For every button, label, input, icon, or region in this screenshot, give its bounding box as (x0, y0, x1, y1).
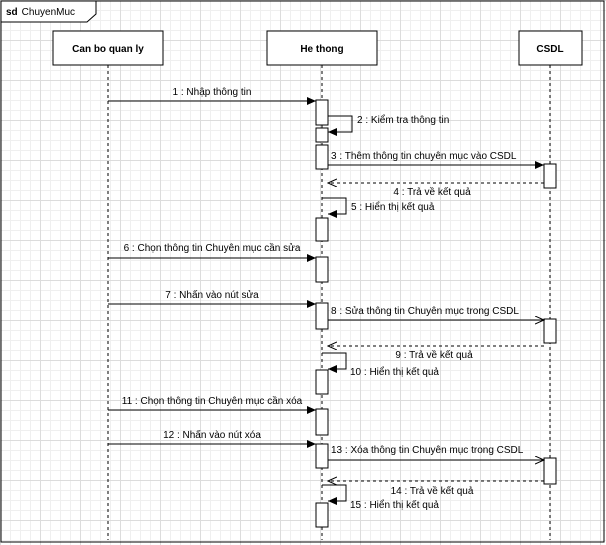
message-15[interactable]: 15 : Hiển thị kết quả (322, 484, 439, 511)
message-label: 3 : Thêm thông tin chuyên mục vào CSDL (331, 151, 517, 162)
activation-bar[interactable] (315, 217, 329, 242)
message-7[interactable]: 7 : Nhấn vào nút sửa (108, 289, 316, 308)
activation-bar[interactable] (543, 318, 557, 344)
message-label: 10 : Hiển thị kết quả (350, 366, 439, 378)
activation-bar[interactable] (315, 302, 329, 330)
message-label: 12 : Nhấn vào nút xóa (163, 429, 261, 441)
message-label: 9 : Trả về kết quả (395, 349, 473, 361)
message-11[interactable]: 11 : Chọn thông tin Chuyên mục cần xóa (108, 395, 316, 414)
lifeline-label: Can bo quan ly (72, 44, 144, 55)
message-label: 8 : Sửa thông tin Chuyên mục trong CSDL (331, 305, 519, 317)
message-8[interactable]: 8 : Sửa thông tin Chuyên mục trong CSDL (328, 305, 544, 320)
lifeline-label: He thong (300, 44, 343, 55)
message-13[interactable]: 13 : Xóa thông tin Chuyên mục trong CSDL (328, 445, 544, 460)
message-label: 11 : Chọn thông tin Chuyên mục cần xóa (122, 395, 303, 407)
message-label: 14 : Trả về kết quả (391, 485, 474, 497)
activation-bars (315, 99, 557, 528)
activation-bar[interactable] (315, 99, 329, 126)
activation-bar[interactable] (543, 163, 557, 189)
message-2[interactable]: 2 : Kiểm tra thông tin (328, 114, 449, 136)
activation-bar[interactable] (315, 369, 329, 395)
message-14[interactable]: 14 : Trả về kết quả (328, 481, 544, 497)
lifeline-csdl: CSDL (518, 30, 583, 540)
message-label: 13 : Xóa thông tin Chuyên mục trong CSDL (331, 445, 524, 456)
lifeline-head[interactable] (266, 30, 378, 66)
message-label: 15 : Hiển thị kết quả (350, 499, 439, 511)
message-label: 5 : Hiển thị kết quả (351, 201, 435, 213)
message-4[interactable]: 4 : Trả về kết quả (328, 183, 544, 198)
lifeline-can-bo-quan-ly: Can bo quan ly (52, 30, 164, 540)
activation-bar[interactable] (315, 256, 329, 283)
lifeline-label: CSDL (536, 44, 563, 55)
message-10[interactable]: 10 : Hiển thị kết quả (322, 352, 439, 378)
activation-bar[interactable] (543, 457, 557, 485)
message-5[interactable]: 5 : Hiển thị kết quả (322, 197, 435, 218)
message-9[interactable]: 9 : Trả về kết quả (328, 346, 544, 361)
message-label: 2 : Kiểm tra thông tin (357, 114, 449, 126)
messages: 1 : Nhập thông tin 2 : Kiểm tra thông ti… (108, 87, 544, 511)
activation-bar[interactable] (315, 408, 329, 436)
message-label: 6 : Chọn thông tin Chuyên mục cần sửa (124, 242, 301, 254)
message-6[interactable]: 6 : Chọn thông tin Chuyên mục cần sửa (108, 242, 316, 262)
activation-bar[interactable] (315, 127, 329, 143)
lifeline-he-thong: He thong (266, 30, 378, 540)
frame-keyword: sd (6, 7, 18, 18)
message-3[interactable]: 3 : Thêm thông tin chuyên mục vào CSDL (328, 151, 544, 169)
message-label: 1 : Nhập thông tin (173, 87, 252, 98)
message-1[interactable]: 1 : Nhập thông tin (108, 87, 316, 105)
activation-bar[interactable] (315, 144, 329, 170)
message-label: 4 : Trả về kết quả (393, 186, 471, 198)
message-12[interactable]: 12 : Nhấn vào nút xóa (108, 429, 316, 448)
activation-bar[interactable] (315, 443, 329, 469)
frame-tab (0, 0, 97, 23)
message-label: 7 : Nhấn vào nút sửa (165, 289, 259, 301)
lifeline-head[interactable] (52, 30, 164, 66)
frame-name: ChuyenMuc (22, 7, 75, 18)
activation-bar[interactable] (315, 502, 329, 528)
